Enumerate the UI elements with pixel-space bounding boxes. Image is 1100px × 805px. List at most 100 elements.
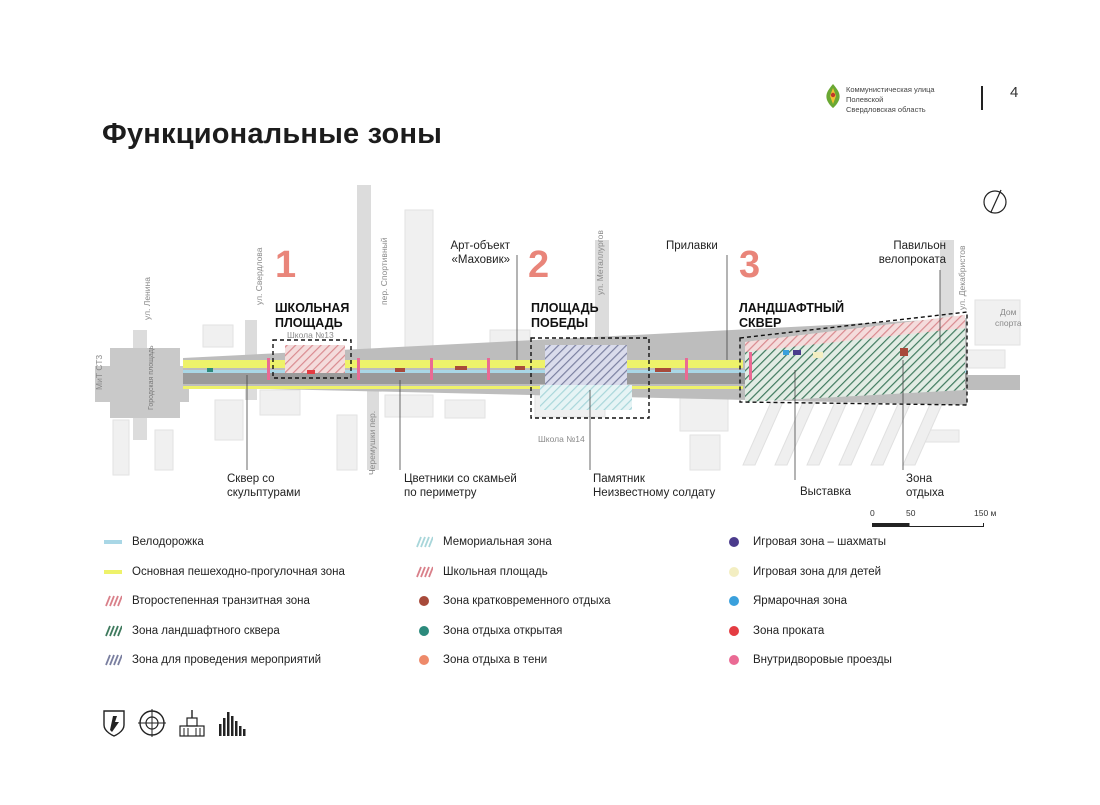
legend-swatch: [102, 653, 124, 667]
scale-0: 0: [870, 508, 875, 518]
legend-hatch-icon: [416, 566, 433, 577]
diagonal-buildings: [742, 401, 944, 466]
gorodskaya-square: [95, 348, 189, 418]
legend-swatch: [723, 565, 745, 579]
legend-swatch: [102, 535, 124, 549]
legend-swatch: [413, 653, 435, 667]
legend-item: Мемориальная зона: [413, 534, 552, 550]
school13-label: Школа №13: [287, 330, 334, 340]
legend-dot-icon: [419, 655, 429, 665]
pedestrian-zone-south: [183, 386, 743, 389]
street-sportivny-label: пер. Спортивный: [379, 237, 389, 305]
legend-item: Школьная площадь: [413, 564, 548, 580]
legend-dot-icon: [729, 596, 739, 606]
legend-label: Зона кратковременного отдыха: [443, 595, 611, 607]
exhibition-label: Выставка: [800, 486, 852, 498]
legend-item: Зона проката: [723, 623, 824, 639]
legend-item: Велодорожка: [102, 534, 204, 550]
legend-label: Второстепенная транзитная зона: [132, 595, 310, 607]
legend-hatch-icon: [105, 625, 122, 636]
zone-2-number: 2: [528, 244, 550, 286]
header-logo-icon: [822, 82, 844, 110]
legend-swatch: [102, 594, 124, 608]
round-emblem-icon: [138, 709, 166, 737]
street-metallurgov: [595, 240, 609, 350]
header-text: Коммунистическая улица Полевской Свердло…: [846, 85, 935, 115]
scale-line: [872, 523, 984, 527]
legend-label: Зона отдыха открытая: [443, 624, 563, 637]
landscape-transit: [745, 315, 965, 352]
street-ms13-label: МиТ СТ3: [95, 355, 104, 390]
zone-1-number: 1: [275, 244, 297, 286]
legend-label: Мемориальная зона: [443, 536, 552, 548]
zone-3-title: ЛАНДШАФТНЫЙ СКВЕР: [739, 301, 845, 330]
legend-line-icon: [104, 540, 122, 544]
site-plan-map: ул. Ленина ул. Свердлова пер. Спортивный…: [95, 185, 1022, 480]
legend-label: Зона отдыха в тени: [443, 654, 548, 666]
coat-of-arms-icon: [103, 710, 125, 737]
legend-label: Зона для проведения мероприятий: [132, 654, 322, 666]
legend-label: Ярмарочная зона: [753, 595, 847, 607]
city-skyline-icon: [219, 712, 246, 736]
legend-label: Игровая зона для детей: [753, 565, 882, 578]
legend-dot-icon: [729, 625, 739, 636]
legend-label: Основная пешеходно-прогулочная зона: [132, 565, 345, 578]
scale-50: 50: [906, 508, 916, 518]
zone-1-title: ШКОЛЬНАЯ ПЛОЩАДЬ: [275, 301, 350, 330]
legend-item: Игровая зона для детей: [723, 564, 881, 580]
north-arrow-icon: [982, 187, 1010, 215]
flowerbeds-label: Цветники со скамьей по периметру: [404, 473, 517, 499]
memorial-zone: [540, 385, 632, 410]
header-line3: Свердловская область: [846, 105, 926, 114]
sport-label-1: Дом: [1000, 307, 1017, 317]
legend-item: Зона отдыха в тени: [413, 652, 547, 668]
legend-item: Основная пешеходно-прогулочная зона: [102, 564, 345, 580]
event-zone: [545, 345, 627, 387]
legend-item: Зона ландшафтного сквера: [102, 623, 280, 639]
school14-label: Школа №14: [538, 434, 585, 444]
legend-swatch: [413, 624, 435, 638]
gorodskaya-label: Городская площадь: [148, 345, 155, 410]
victory-square-frame: [530, 337, 650, 419]
street-road-right: [967, 375, 1020, 390]
legend-label: Школьная площадь: [443, 565, 548, 578]
legend-swatch: [723, 594, 745, 608]
zone-2-title: ПЛОЩАДЬ ПОБЕДЫ: [531, 301, 599, 330]
legend-label: Зона проката: [753, 624, 825, 637]
legend-swatch: [723, 653, 745, 667]
street-lenina-label: ул. Ленина: [142, 277, 152, 320]
scale-150: 150 м: [974, 508, 997, 518]
buildings: [112, 209, 1021, 476]
legend-swatch: [723, 624, 745, 638]
university-building-icon: [179, 710, 205, 737]
legend-dot-icon: [729, 655, 739, 665]
monument-label: Памятник Неизвестному солдату: [593, 473, 716, 499]
legend-dot-icon: [419, 596, 429, 606]
legend-item: Второстепенная транзитная зона: [102, 593, 310, 609]
legend-swatch: [413, 565, 435, 579]
header-line2: Полевской: [846, 95, 884, 104]
scale-bar: 0 50 150 м: [870, 508, 1000, 534]
legend-dot-icon: [419, 625, 429, 636]
legend-label: Внутридворовые проезды: [753, 654, 892, 666]
legend-dot-icon: [729, 566, 739, 577]
legend-hatch-icon: [105, 654, 122, 666]
pavilion-label: Павильон велопроката: [878, 240, 946, 266]
street-elements: [207, 348, 908, 380]
stalls-label: Прилавки: [666, 240, 718, 252]
street-dekabristov-label: ул. Декабристов: [957, 245, 967, 310]
legend-item: Зона кратковременного отдыха: [413, 593, 611, 609]
legend-dot-icon: [729, 537, 739, 547]
legend-swatch: [102, 565, 124, 579]
header-line1: Коммунистическая улица: [846, 85, 935, 94]
legend-item: Зона для проведения мероприятий: [102, 652, 321, 668]
legend-hatch-icon: [416, 536, 433, 548]
school-square-frame: [272, 339, 352, 379]
street-metallurgov-label: ул. Металлургов: [595, 230, 605, 295]
skver-label: Сквер со скульптурами: [227, 473, 301, 499]
page-title: Функциональные зоны: [102, 118, 443, 150]
legend-line-icon: [104, 569, 122, 574]
legend-swatch: [413, 535, 435, 549]
legend-item: Игровая зона – шахматы: [723, 534, 886, 550]
page-number: 4: [1010, 84, 1019, 101]
